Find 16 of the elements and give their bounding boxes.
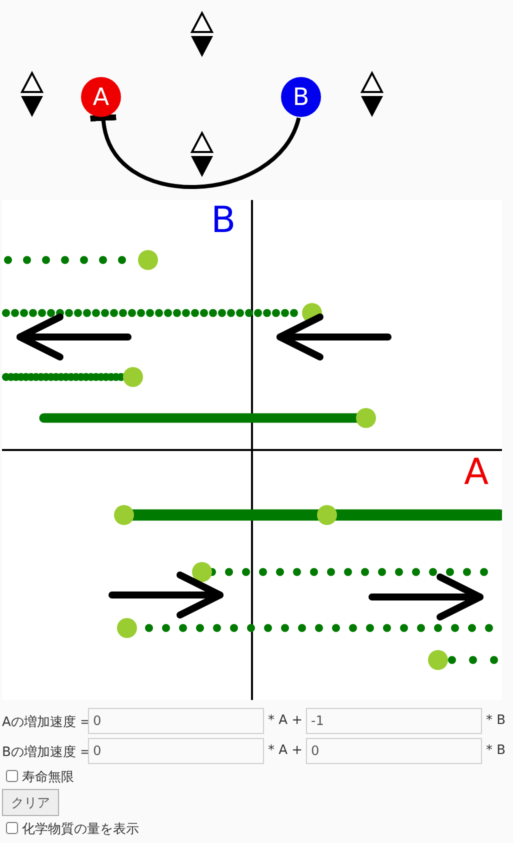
inhibition-connector (90, 112, 301, 189)
checkbox-label: 寿命無限 (22, 769, 74, 786)
equation-label: * B (486, 713, 506, 728)
input-field: 0 (88, 708, 264, 734)
clear-button: クリア (2, 789, 59, 816)
species-node: B (281, 77, 321, 117)
equation-label: * B (486, 743, 506, 758)
axis-label: A (464, 452, 489, 493)
equation-label: * A + (268, 713, 303, 728)
input-field: 0 (306, 738, 482, 764)
input-field: -1 (306, 708, 482, 734)
input-field: 0 (88, 738, 264, 764)
checkbox-label: 化学物質の量を表示 (22, 821, 139, 838)
equation-label: * A + (268, 743, 303, 758)
species-node: A (81, 77, 121, 117)
axis-label: B (211, 200, 236, 241)
